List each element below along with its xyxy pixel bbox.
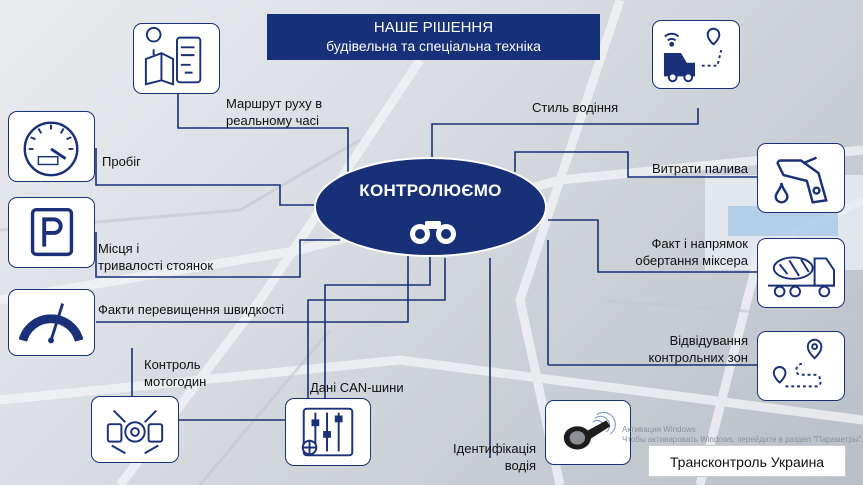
card-mileage <box>8 111 95 182</box>
can-bus-icon <box>301 407 354 457</box>
card-driving-style <box>652 20 740 89</box>
label-mileage: Пробіг <box>102 154 141 169</box>
parking-icon <box>30 207 74 257</box>
ibutton-key-icon <box>563 411 616 450</box>
route-map-phone-icon <box>144 26 202 86</box>
connector-can <box>307 258 446 398</box>
header-title: НАШЕ РІШЕННЯ <box>373 19 494 36</box>
label-zones: Відвідування контрольних зон <box>648 333 748 365</box>
card-zones <box>757 331 845 401</box>
connector-parking <box>95 232 340 278</box>
windows-activation-watermark: Активация Windows Чтобы активировать Win… <box>622 425 863 444</box>
label-parking: Місця і тривалості стоянок <box>98 241 214 273</box>
label-motohours: Контроль мотогодин <box>144 357 207 389</box>
engine-icon <box>106 409 164 455</box>
card-identification <box>545 400 631 465</box>
label-mixer: Факт і напрямок обертання міксера <box>635 236 748 268</box>
connector-route <box>177 92 349 178</box>
speedometer-icon <box>23 121 79 177</box>
label-can: Дані CAN-шини <box>310 380 404 395</box>
connector-speeding <box>96 250 409 323</box>
zone-route-icon <box>772 338 823 388</box>
fuel-nozzle-icon <box>774 156 828 204</box>
header-banner: НАШЕ РІШЕННЯ будівельна та спеціальна те… <box>267 14 600 60</box>
header-subtitle: будівельна та спеціальна техніка <box>326 38 541 54</box>
connector-mileage <box>95 148 320 206</box>
binoculars-icon <box>410 221 456 244</box>
card-can <box>285 398 371 466</box>
card-route <box>133 23 220 94</box>
concrete-mixer-icon <box>767 256 835 298</box>
connector-mixer <box>548 219 758 273</box>
speed-gauge-icon <box>18 303 84 344</box>
label-route: Маршрут руху в реальному часі <box>226 96 323 128</box>
card-parking <box>8 197 95 268</box>
truck-tracking-icon <box>663 27 723 83</box>
card-speeding <box>8 289 95 356</box>
label-speeding: Факти перевищення швидкості <box>98 302 285 317</box>
label-fuel: Витрати палива <box>652 161 748 176</box>
label-identification: Ідентифікація водія <box>453 441 536 473</box>
card-mixer <box>757 238 845 308</box>
brand-label: Трансконтроль Украина <box>648 445 846 477</box>
center-node: КОНТРОЛЮЄМО <box>314 157 547 257</box>
connector-style <box>431 108 699 162</box>
center-label: КОНТРОЛЮЄМО <box>359 181 502 200</box>
card-motohours <box>91 396 179 463</box>
connector-fuel <box>514 151 758 178</box>
label-driving-style: Стиль водіння <box>532 100 619 115</box>
card-fuel <box>757 143 845 213</box>
